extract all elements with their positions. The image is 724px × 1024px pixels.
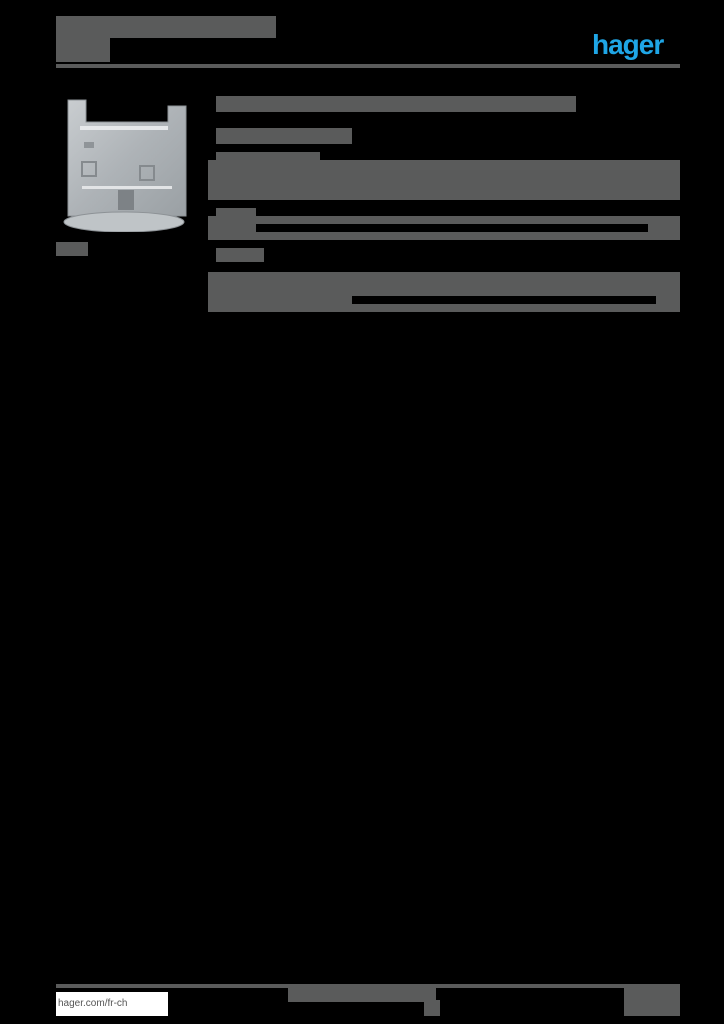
header-rule <box>56 64 680 68</box>
header-subtitle-redacted <box>56 38 110 62</box>
product-title-redacted <box>216 96 576 112</box>
section-2-gap <box>256 224 648 232</box>
section-3-label-redacted <box>216 248 264 262</box>
footer-rule <box>56 984 680 988</box>
footer-center-redacted <box>288 988 436 1002</box>
footer-center-redacted <box>424 1000 440 1016</box>
image-caption-redacted <box>56 242 88 256</box>
header-title-redacted <box>56 16 276 26</box>
section-3-content-redacted <box>208 272 680 312</box>
section-2-label-redacted <box>216 208 256 218</box>
section-1-label-redacted <box>216 152 320 162</box>
hager-logo: hager <box>592 29 664 60</box>
section-3-gap <box>352 296 656 304</box>
section-1-content-redacted <box>208 160 680 200</box>
footer-page-redacted <box>624 988 680 1016</box>
product-image <box>63 99 187 232</box>
header-title-redacted <box>56 24 276 38</box>
product-subtitle-redacted <box>216 128 352 144</box>
footer-url-link[interactable]: hager.com/fr-ch <box>56 992 168 1016</box>
